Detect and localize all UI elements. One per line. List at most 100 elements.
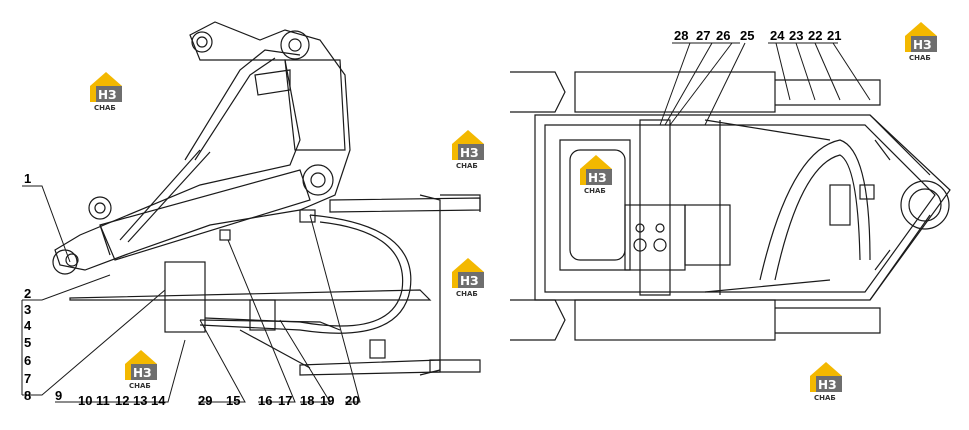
callout-5: 5: [24, 335, 31, 350]
arm-bottom-brace: [874, 249, 891, 271]
pivot-circle-lug: [88, 196, 112, 220]
valve-block: [164, 261, 206, 333]
leader-27: [664, 42, 713, 126]
frame-upper-foot: [440, 194, 481, 212]
frame-lower-rail: [429, 359, 481, 373]
bracket-plate: [249, 299, 276, 331]
pivot-circle-mid: [302, 164, 334, 196]
callout-1: 1: [24, 171, 31, 186]
valve-group: [624, 204, 686, 271]
pivot-hole-front: [65, 253, 79, 267]
arch-plate: [829, 184, 851, 226]
boom-lift-cylinder: [99, 169, 311, 261]
leader-24: [775, 42, 791, 101]
svg-text:НЗ: НЗ: [133, 366, 152, 380]
logo-watermark-1: НЗ CHAБ: [90, 72, 122, 112]
leader-2: [22, 274, 111, 301]
callout-28: 28: [674, 28, 688, 43]
hose-loop-outer: [199, 214, 412, 334]
callouts-right: 28 27 26 25 24 23 22 21: [674, 28, 841, 43]
callout-21: 21: [827, 28, 841, 43]
svg-text:CHAБ: CHAБ: [129, 382, 151, 390]
callout-25: 25: [740, 28, 754, 43]
valve-port-1: [633, 238, 647, 252]
hose-clamp-mid: [219, 229, 231, 241]
valve-port-2: [653, 238, 667, 252]
leader-21: [832, 42, 871, 101]
hose-lower: [199, 319, 341, 331]
pivot-plan-inner: [908, 188, 942, 222]
hose-across-top: [704, 119, 831, 141]
pivot-circle-front: [52, 249, 78, 275]
watermark-logos: НЗ CHAБ НЗ CHAБ НЗ CHAБ НЗ CHAБ НЗ CHAБ: [90, 22, 937, 402]
pivot-hole-mid: [310, 172, 326, 188]
hose-upper-3: [119, 149, 201, 241]
arch-bolt-plate: [859, 184, 875, 200]
callout-27: 27: [696, 28, 710, 43]
boom-cylinder-end: [99, 224, 111, 256]
inner-column: [639, 119, 671, 296]
cylinder-bottom: [574, 299, 776, 341]
callout-20: 20: [345, 393, 359, 408]
top-view: [510, 71, 951, 341]
callout-12: 12: [115, 393, 129, 408]
callout-13: 13: [133, 393, 147, 408]
svg-text:НЗ: НЗ: [460, 146, 479, 160]
pivot-hole-top-left: [196, 36, 208, 48]
callouts-left: 1 2 3 4 5 6 7 8 9 10 11 12 13 14 29 15 1…: [24, 171, 359, 408]
callout-29: 29: [198, 393, 212, 408]
callout-19: 19: [320, 393, 334, 408]
svg-text:CHAБ: CHAБ: [814, 394, 836, 402]
leader-3: [22, 289, 166, 396]
callout-26: 26: [716, 28, 730, 43]
logo-watermark-6: НЗ CHAБ: [905, 22, 937, 62]
hose-upper-1: [184, 49, 301, 161]
arm-bottom: [869, 214, 931, 301]
callout-11: 11: [96, 393, 110, 408]
svg-text:CHAБ: CHAБ: [456, 162, 478, 170]
clevis-top: [510, 71, 566, 113]
leader-29-15: [198, 319, 246, 403]
logo-watermark-3: НЗ CHAБ: [452, 258, 484, 298]
leader-lines: [21, 42, 871, 403]
callout-22: 22: [808, 28, 822, 43]
frame-vertical-member: [419, 194, 441, 376]
hose-upper-2: [194, 57, 276, 161]
leader-16-17: [227, 239, 296, 403]
hose-loop-inner: [204, 221, 404, 327]
leader-9-14: [55, 339, 186, 403]
callout-7: 7: [24, 371, 31, 386]
callout-23: 23: [789, 28, 803, 43]
svg-text:НЗ: НЗ: [913, 38, 932, 52]
arm-top: [869, 114, 931, 176]
svg-text:CHAБ: CHAБ: [909, 54, 931, 62]
pivot-plan-outer: [900, 180, 950, 230]
svg-text:CHAБ: CHAБ: [94, 104, 116, 112]
frame-upper-rail: [329, 197, 481, 213]
svg-text:НЗ: НЗ: [818, 378, 837, 392]
mast-plate: [284, 59, 346, 151]
callout-8: 8: [24, 388, 31, 403]
leader-22: [814, 42, 841, 101]
callout-15: 15: [226, 393, 240, 408]
side-view: [52, 21, 481, 376]
logo-watermark-7: НЗ CHAБ: [810, 362, 842, 402]
pivot-hole-lug: [94, 202, 106, 214]
leader-1: [22, 185, 71, 263]
hose-clamp-upper: [299, 209, 316, 223]
callout-4: 4: [24, 318, 32, 333]
cylinder-top: [574, 71, 776, 113]
boom-outline: [54, 21, 351, 271]
cylinder-rod-bottom: [775, 307, 881, 334]
callout-9: 9: [55, 388, 62, 403]
pivot-hole-top-right: [288, 38, 302, 52]
hose-clamp-lower: [369, 339, 386, 359]
svg-text:НЗ: НЗ: [460, 274, 479, 288]
callout-24: 24: [770, 28, 785, 43]
hose-across-bottom: [704, 279, 831, 293]
hose-arch-inner: [774, 154, 861, 281]
frame-plan-outline: [534, 114, 951, 301]
clevis-bottom: [510, 299, 566, 341]
pivot-circle-top-right: [280, 30, 310, 60]
leader-23: [795, 42, 816, 101]
